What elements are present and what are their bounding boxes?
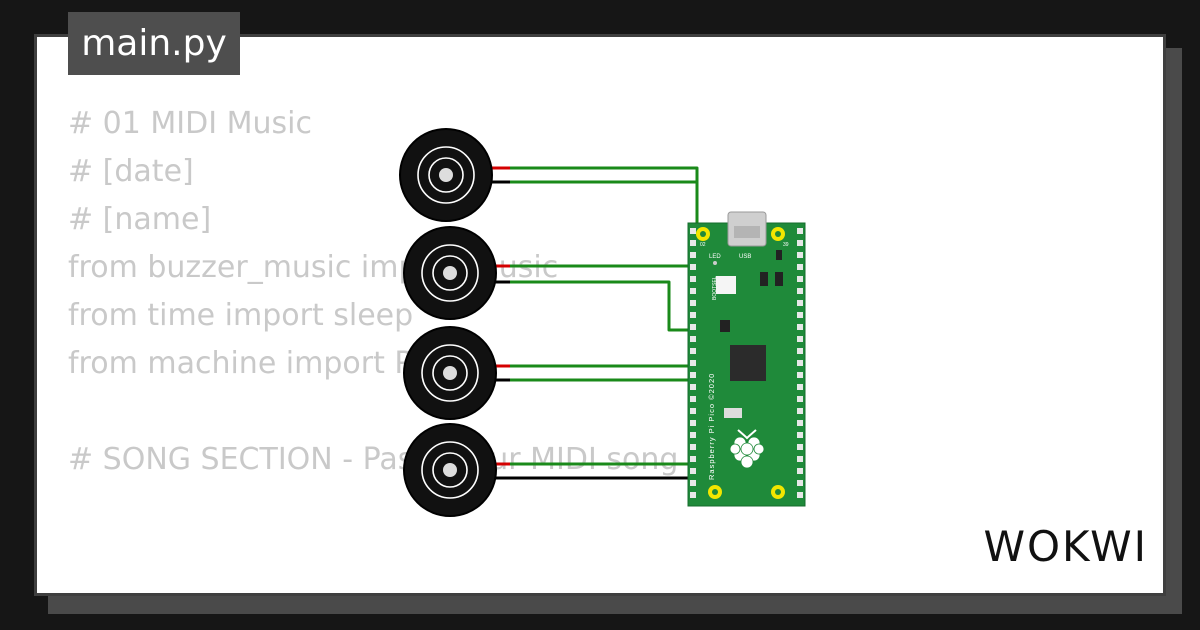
code-line: from machine import Pin [68, 346, 440, 381]
usb-label: USB [739, 254, 751, 260]
preview-card [34, 34, 1166, 596]
buzzer-2 [403, 226, 497, 320]
wire-buzzer-1-signal [495, 166, 699, 226]
raspberry-pi-logo [729, 429, 765, 469]
code-line: # [date] [68, 154, 194, 189]
wokwi-logo: WOKWI [983, 522, 1148, 571]
board-name-label: Raspberry Pi Pico ©2020 [707, 373, 716, 480]
pico-board: USB LED 02 39 BOOTSEL Raspberry Pi Pico … [687, 211, 806, 507]
pin-right-label: 39 [783, 242, 789, 248]
wires [495, 166, 699, 480]
pin-row-left [690, 228, 696, 498]
wire-buzzer-1-ground [495, 180, 699, 232]
rp2040-chip [730, 345, 766, 381]
pin-row-right [797, 228, 803, 498]
code-line: # 01 MIDI Music [68, 106, 312, 141]
buzzer-leads [490, 166, 510, 480]
buzzer-3 [403, 326, 497, 420]
code-line: # [name] [68, 202, 212, 237]
led-label: LED [709, 254, 721, 260]
pin-left-label: 02 [700, 242, 706, 248]
bootsel-button [716, 276, 736, 294]
buzzer-4 [403, 423, 497, 517]
buzzer-1 [399, 128, 493, 222]
file-tab[interactable]: main.py [68, 12, 240, 75]
code-line: from time import sleep [68, 298, 414, 333]
wire-buzzer-2-ground [495, 280, 697, 332]
bootsel-label: BOOTSEL [712, 276, 718, 300]
